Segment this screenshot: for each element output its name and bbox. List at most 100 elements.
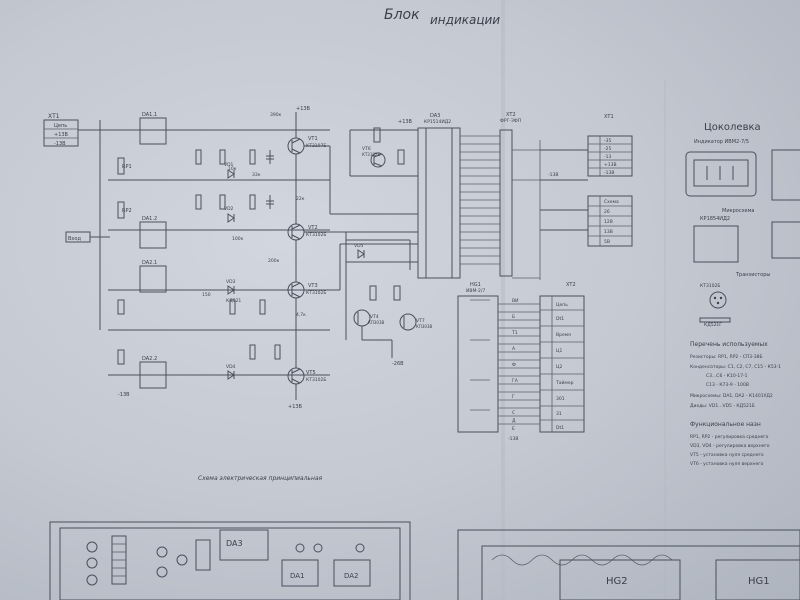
- transistor-vt2-type: КТ3102Б: [306, 232, 326, 238]
- function-item-1: RP1, RP2 - регулировка среднего: [690, 434, 769, 440]
- xt3-row-8: 31: [556, 411, 562, 417]
- diode-vd3-type: КД521: [226, 298, 241, 304]
- xt3-row-7: 301: [556, 396, 565, 402]
- function-list: Функциональное назн RP1, RP2 - регулиров…: [690, 421, 770, 467]
- xt3-row-1: Цепь: [556, 302, 568, 308]
- r-value-200k: 200к: [268, 258, 280, 264]
- indicator-outline: [685, 151, 757, 197]
- connector-xt2-right: Схема 26 12В 13В 5В: [587, 195, 633, 247]
- supply-minus-26: -26В: [392, 361, 404, 367]
- diode-vd5-label: VD5: [354, 243, 364, 249]
- transistor-vt6-type: КТ3102Б: [362, 152, 380, 157]
- pcb-label-hg1: HG1: [748, 576, 770, 587]
- xt1-right-row-5: -13В: [604, 170, 614, 176]
- parts-title: Перечень используемых: [690, 341, 768, 348]
- supply-neg-right: -13В: [548, 172, 558, 178]
- xt3-row-9: Dt1: [556, 425, 564, 431]
- pinout-section: Цоколевка Индикатор ИВМ2-7/5 Микросхема …: [685, 122, 800, 328]
- pcb-label-da2: DA2: [344, 572, 359, 580]
- xt1-right-row-3: -13: [604, 154, 611, 160]
- indicator-code-column: ВИ Б Т1 А Ф ГА Г С Д Е: [511, 298, 519, 432]
- hg1-code-4: А: [512, 346, 516, 352]
- diode-vd3-label: VD3: [226, 279, 236, 285]
- diode-vd2-label: VD2: [224, 206, 234, 212]
- indicator-pinout-label: Индикатор ИВМ2-7/5: [694, 139, 749, 145]
- xt3-row-3: Время: [556, 332, 571, 338]
- diode-pinout-type: КД521Г: [704, 322, 722, 328]
- transistor-pinout-type: КТ3102Б: [700, 283, 720, 289]
- connector-xt2-top-ref: ХТ2: [506, 112, 516, 118]
- r-value-4-7k: 4,7к: [296, 312, 306, 318]
- hg1-code-8: С: [512, 410, 515, 416]
- parts-item-1: Резисторы: RP1, RP2 - СП3-38Б: [690, 354, 763, 360]
- transistor-vt7-type: КП303В: [416, 324, 432, 329]
- connector-xt2-top: ХТ2 ФРГ-ЗФП: [499, 112, 521, 277]
- parts-item-5: Микросхемы: DA1, DA2 - К1401УД2: [690, 393, 773, 399]
- pcb-label-hg2: HG2: [606, 576, 628, 587]
- indicator-hg1-ref: HG1: [470, 282, 481, 288]
- microcircuit-label: Микросхема: [722, 208, 754, 214]
- hg1-code-1: ВИ: [512, 298, 518, 304]
- diode-vd5: VD5: [354, 243, 365, 259]
- parts-item-6: Диоды: VD1...VD5 - КД521Б: [690, 403, 755, 409]
- xt3-row-6: Таймер: [555, 379, 574, 386]
- pcb-label-da3: DA3: [226, 539, 243, 548]
- supply-pos-top: +13В: [296, 106, 311, 112]
- pinout-title: Цоколевка: [704, 122, 761, 133]
- pcb-right: HG2 HG1: [457, 529, 800, 600]
- xt3-row-5: Ц2: [556, 364, 562, 370]
- connector-xt1: ХТ1 Цепь +13В -13В: [43, 113, 79, 147]
- supply-neg-hg1: -13В: [508, 436, 518, 442]
- hg1-code-10: Е: [512, 426, 515, 432]
- transistor-vt5: VT5 КТ3102Б: [287, 367, 326, 385]
- decoder-da3-type: КР1514ИД2: [424, 119, 451, 125]
- input-connector: Вход: [65, 231, 110, 243]
- xt1-right-row-2: -25: [604, 146, 611, 152]
- diode-vd4: VD4: [226, 364, 236, 380]
- transistor-vt1: VT1 КТ3107Б: [287, 136, 326, 155]
- transistor-vt3-type: КТ3102Б: [306, 290, 326, 296]
- hg1-code-2: Б: [512, 314, 515, 320]
- diode-vd3: VD3 КД521: [226, 279, 241, 304]
- hg1-code-9: Д: [512, 418, 516, 424]
- supply-neg-left: -13В: [118, 392, 130, 398]
- supply-pos-da3: +13В: [398, 119, 413, 125]
- r-value-33k: 33к: [252, 172, 261, 178]
- xt1-right-row-1: -35: [604, 138, 611, 144]
- hg1-code-6: ГА: [512, 378, 519, 384]
- parts-item-2: Конденсаторы: C1, C2, C7, C15 - К53-1: [690, 364, 781, 370]
- function-item-3: VT5 - установка нуля среднего: [690, 452, 764, 458]
- opamp-da1-1-label: DA1.1: [142, 112, 157, 118]
- indicator-hg1: HG1 ИВМ-2/7: [457, 282, 499, 433]
- xt2-right-row-5: 5В: [604, 239, 610, 245]
- xt2-right-row-1: Схема: [604, 199, 619, 205]
- trimmer-rp2: RP2: [122, 208, 132, 214]
- opamp-da2-2-label: DA2.2: [142, 356, 157, 362]
- r-value-390k: 390к: [270, 112, 282, 118]
- indicator-lines: [498, 303, 540, 425]
- transistor-pinout: [709, 291, 727, 309]
- transistors-title: Транзисторы: [735, 272, 770, 278]
- transistor-vt3-ref: VT3: [308, 283, 318, 289]
- transistor-vt6: VT6 КТ3102Б: [362, 146, 386, 168]
- r-value-150: 150: [202, 292, 211, 298]
- connector-xt3: ХТ2 Цепь Dt1 Время Ц1 Ц2 Таймер 301 31 D…: [539, 282, 585, 433]
- hg1-code-3: Т1: [511, 330, 518, 336]
- transistor-vt7-ref: VT7: [416, 318, 425, 324]
- xt1-right-ref: ХТ1: [604, 114, 614, 120]
- parts-list: Перечень используемых Резисторы: RP1, RP…: [690, 341, 781, 409]
- parts-item-4: C13 - К73-9 - 100В: [706, 382, 749, 388]
- opamp-da1-1: DA1.1: [139, 112, 167, 145]
- pcb-label-da1: DA1: [290, 572, 305, 580]
- opamp-da1-2: DA1.2: [139, 216, 167, 249]
- diode-vd1: VD1: [224, 162, 235, 179]
- pcb-left: DA3 DA1 DA2: [49, 521, 411, 600]
- decoder-da3: DA3 КР1514ИД2: [417, 113, 461, 279]
- r-value-10k: 10к: [228, 166, 237, 172]
- r-value-22k: 22к: [296, 196, 305, 202]
- page-title-right: индикации: [430, 13, 500, 27]
- chip-outline: [693, 225, 739, 263]
- xt3-row-4: Ц1: [556, 348, 562, 354]
- function-item-4: VT6 - установка нуля верхнего: [690, 461, 764, 467]
